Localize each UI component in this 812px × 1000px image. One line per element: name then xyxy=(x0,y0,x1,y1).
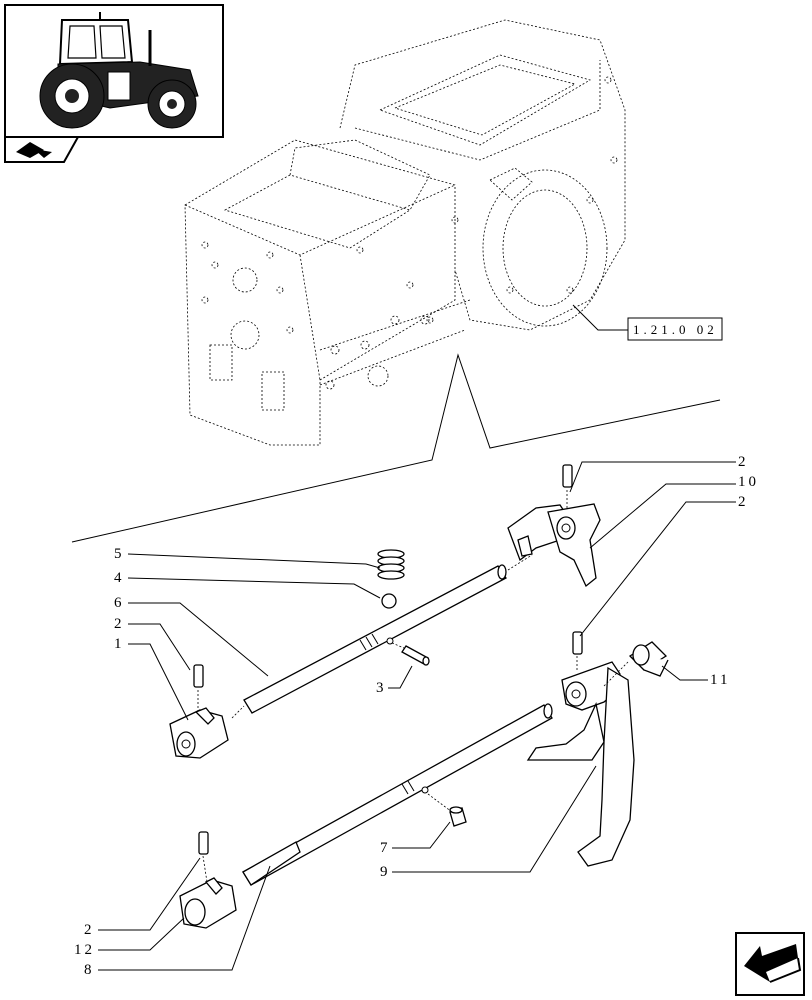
detent-ball xyxy=(381,593,397,609)
callout-7: 7 xyxy=(380,840,391,856)
detail-wedge xyxy=(71,353,721,543)
shift-fork-upper xyxy=(507,503,601,588)
lower-shift-rod xyxy=(242,703,553,886)
selector-block-lower xyxy=(179,877,237,929)
callout-leaders xyxy=(98,461,736,971)
housing-reference[interactable]: 1.21.0 02 xyxy=(572,304,723,341)
callout-12: 12 xyxy=(74,942,95,958)
callout-10: 10 xyxy=(738,474,759,490)
selector-block-upper xyxy=(169,707,229,759)
callout-9: 9 xyxy=(380,864,391,880)
callout-6: 6 xyxy=(114,595,125,611)
callout-2: 2 xyxy=(114,616,125,632)
section-tab[interactable] xyxy=(4,136,80,163)
callout-2: 2 xyxy=(738,454,749,470)
roll-pin xyxy=(562,464,573,488)
callout-11: 11 xyxy=(710,672,730,688)
callout-2: 2 xyxy=(84,922,95,938)
upper-shift-rod xyxy=(243,564,507,714)
detent-spring xyxy=(377,549,405,580)
tractor-icon xyxy=(39,12,199,129)
callout-8: 8 xyxy=(84,962,95,978)
callout-numbers: 2 10 2 5 4 6 2 1 3 11 7 9 2 12 8 xyxy=(74,454,759,978)
callout-2: 2 xyxy=(738,494,749,510)
shift-fork-lower xyxy=(526,661,635,867)
callout-1: 1 xyxy=(114,636,125,652)
next-page-arrow-icon xyxy=(744,944,802,983)
detent-plug xyxy=(449,806,467,827)
callout-3: 3 xyxy=(376,680,387,696)
tractor-thumbnail[interactable] xyxy=(4,4,224,138)
roll-pin xyxy=(193,664,204,688)
roll-pin xyxy=(198,831,209,855)
roll-pin xyxy=(572,631,583,655)
transmission-housing xyxy=(184,19,626,446)
next-page-button[interactable] xyxy=(735,932,805,996)
shift-bushing xyxy=(628,641,669,677)
callout-5: 5 xyxy=(114,546,125,562)
reference-label: 1.21.0 02 xyxy=(633,322,718,337)
book-arrow-icon xyxy=(16,142,52,158)
callout-4: 4 xyxy=(114,570,125,586)
shift-pin xyxy=(401,645,430,666)
